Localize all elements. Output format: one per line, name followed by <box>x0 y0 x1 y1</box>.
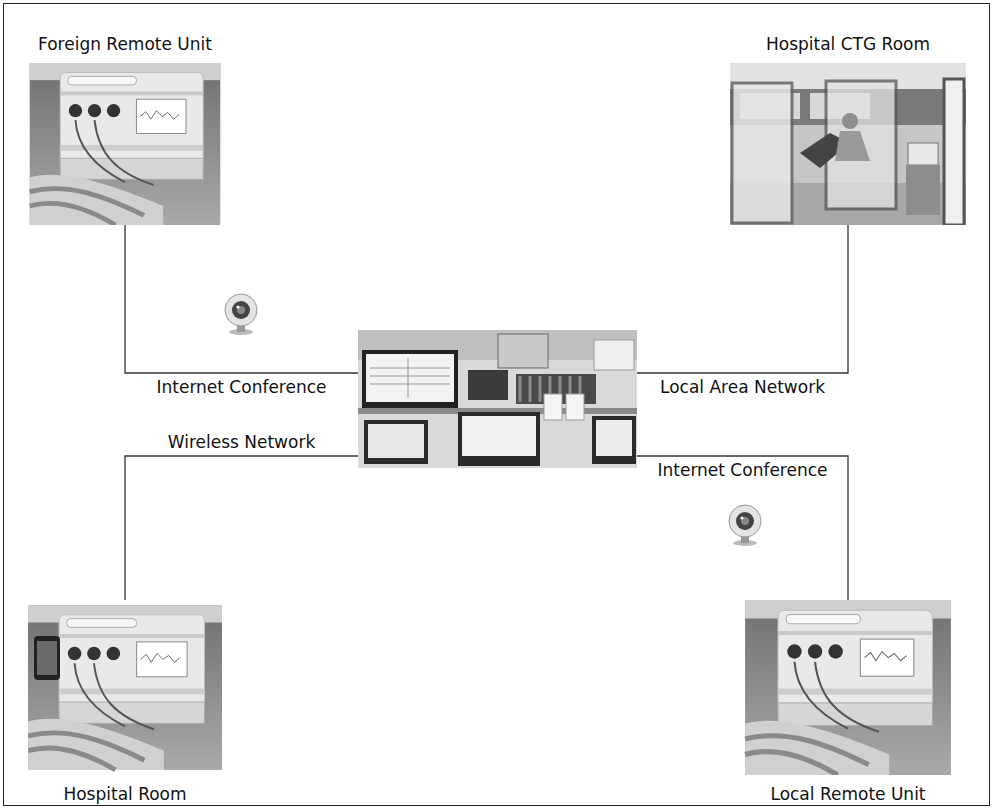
photo-node: Local Remote Unit <box>730 600 966 805</box>
photo-node: Foreign Remote Unit <box>28 33 222 225</box>
ctg-photo <box>28 600 222 775</box>
photo-node <box>358 330 637 468</box>
photo-node: Hospital CTG Room <box>730 33 966 225</box>
ctg-photo <box>28 63 222 225</box>
unit-label: Local Remote Unit <box>730 783 966 805</box>
room-photo <box>730 63 966 225</box>
connection-label: Internet Conference <box>654 459 830 481</box>
connection-label: Internet Conference <box>153 376 329 398</box>
photo-node: Hospital Room <box>28 600 222 805</box>
connector-line <box>637 456 848 600</box>
webcam-icon <box>221 292 261 336</box>
connector-line <box>125 456 358 600</box>
ctg-photo <box>730 600 966 775</box>
unit-label: Foreign Remote Unit <box>28 33 222 55</box>
connector-line <box>125 225 358 373</box>
unit-label: Hospital CTG Room <box>730 33 966 55</box>
connector-line <box>637 225 848 373</box>
webcam-icon <box>725 503 765 547</box>
connection-label: Wireless Network <box>165 431 319 453</box>
connection-label: Local Area Network <box>657 376 828 398</box>
unit-label: Hospital Room <box>28 783 222 805</box>
central-station-photo <box>358 330 637 468</box>
